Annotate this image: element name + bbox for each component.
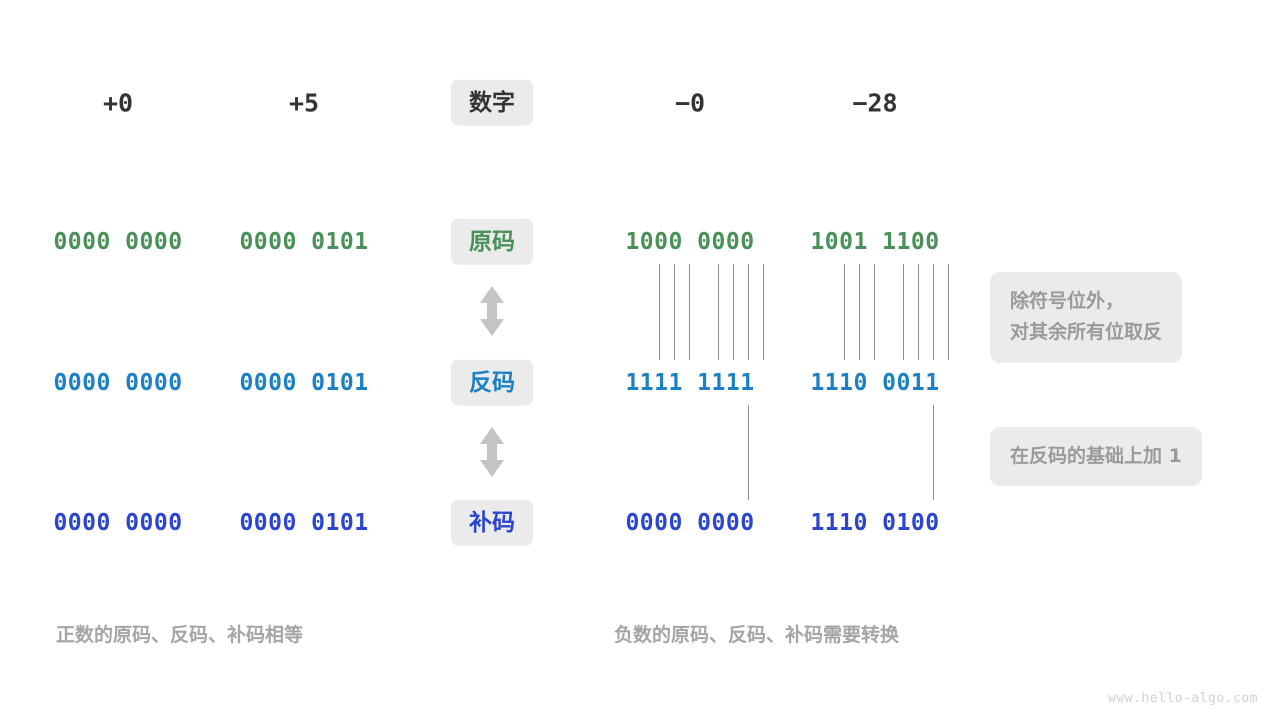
bits-twos-complement-minus-twentyeight: 1110 0100 <box>810 510 940 536</box>
bits-ones-complement-plus-five: 0000 0101 <box>239 370 369 396</box>
column-header-plus-five: +5 <box>288 88 320 118</box>
double-arrow-vertical-icon <box>477 425 507 483</box>
bits-twos-complement-plus-five: 0000 0101 <box>239 510 369 536</box>
connector-line <box>874 264 875 360</box>
connector-line <box>674 264 675 360</box>
connector-line <box>844 264 845 360</box>
row-header-badge-twos-complement: 补码 <box>451 499 533 547</box>
column-header-plus-zero: +0 <box>102 88 134 118</box>
site-watermark: www.hello-algo.com <box>1108 691 1258 706</box>
bits-ones-complement-minus-zero: 1111 1111 <box>625 370 755 396</box>
connector-line <box>918 264 919 360</box>
bits-sign-magnitude-plus-five: 0000 0101 <box>239 229 369 255</box>
connector-line <box>748 264 749 360</box>
connector-line <box>718 264 719 360</box>
connector-line <box>859 264 860 360</box>
caption-positive-numbers: 正数的原码、反码、补码相等 <box>56 624 304 646</box>
callout-add-one: 在反码的基础上加 1 <box>990 427 1202 487</box>
connector-line <box>659 264 660 360</box>
connector-line <box>763 264 764 360</box>
connector-line <box>933 405 934 500</box>
column-header-minus-zero: −0 <box>674 88 706 118</box>
connector-line <box>903 264 904 360</box>
bits-ones-complement-minus-twentyeight: 1110 0011 <box>810 370 940 396</box>
connector-line <box>733 264 734 360</box>
connector-line <box>748 405 749 500</box>
column-header-minus-twentyeight: −28 <box>852 88 898 118</box>
callout-invert-bits: 除符号位外， 对其余所有位取反 <box>990 272 1183 363</box>
bits-sign-magnitude-minus-twentyeight: 1001 1100 <box>810 229 940 255</box>
caption-negative-numbers: 负数的原码、反码、补码需要转换 <box>614 624 900 646</box>
row-header-badge-ones-complement: 反码 <box>451 359 533 407</box>
connector-line <box>689 264 690 360</box>
bits-twos-complement-minus-zero: 0000 0000 <box>625 510 755 536</box>
row-header-badge-sign-magnitude: 原码 <box>451 218 533 266</box>
row-header-badge-number: 数字 <box>451 79 533 127</box>
bits-sign-magnitude-minus-zero: 1000 0000 <box>625 229 755 255</box>
double-arrow-vertical-icon <box>477 284 507 342</box>
bits-twos-complement-plus-zero: 0000 0000 <box>53 510 183 536</box>
bits-sign-magnitude-plus-zero: 0000 0000 <box>53 229 183 255</box>
bits-ones-complement-plus-zero: 0000 0000 <box>53 370 183 396</box>
connector-line <box>948 264 949 360</box>
connector-line <box>933 264 934 360</box>
